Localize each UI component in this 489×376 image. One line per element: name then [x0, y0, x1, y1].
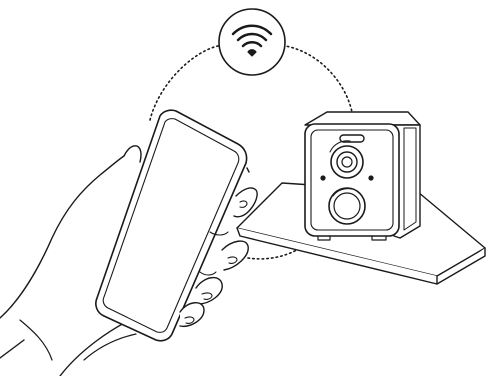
smartphone-icon	[96, 110, 249, 341]
wifi-icon	[219, 9, 285, 75]
connection-arc	[150, 45, 226, 120]
connection-arc-right	[278, 45, 352, 112]
security-camera-icon	[305, 112, 420, 240]
